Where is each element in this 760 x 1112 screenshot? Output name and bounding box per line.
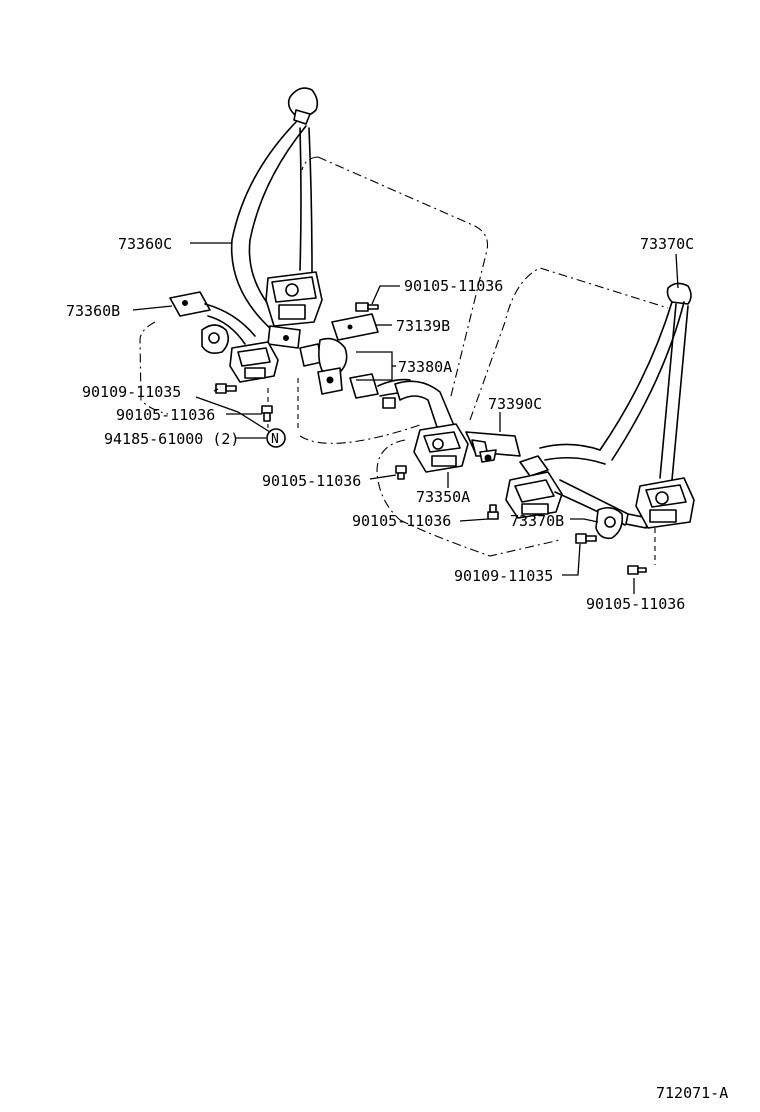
figure-code: 712071-A <box>656 1084 728 1102</box>
bolt-90105-11036-left <box>261 405 273 422</box>
right-buckle-73370b <box>505 443 649 540</box>
label-73380a: 73380A <box>398 358 452 376</box>
label-90105-11036-center: 90105-11036 <box>262 472 361 490</box>
label-90105-11036-left: 90105-11036 <box>116 406 215 424</box>
right-seat-outline <box>376 267 669 565</box>
leader-lines <box>132 242 679 594</box>
label-73370b: 73370B <box>510 512 564 530</box>
part-labels: 73360C 73360B 90105-11036 73139B 73380A … <box>66 235 694 613</box>
center-buckle-73380a <box>299 337 456 437</box>
label-94185-61000: 94185-61000 (2) <box>104 430 239 448</box>
bolt-90105-11036-lower <box>487 504 499 520</box>
label-90109-11035-right: 90109-11035 <box>454 567 553 585</box>
nut-letter-n: N <box>271 432 279 447</box>
bolt-90109-11035-left <box>215 383 237 394</box>
label-90105-11036-top: 90105-11036 <box>404 277 503 295</box>
center-retractor-73350a <box>413 423 469 473</box>
label-73390c: 73390C <box>488 395 542 413</box>
bolt-90105-11036-center <box>395 465 407 480</box>
label-73139b: 73139B <box>396 317 450 335</box>
left-lower-anchor-73360b <box>169 291 279 383</box>
label-90105-11036-right: 90105-11036 <box>586 595 685 613</box>
label-73360b: 73360B <box>66 302 120 320</box>
bolt-90105-11036-right <box>627 565 647 575</box>
bolt-90105-11036-top <box>355 302 379 312</box>
nut-94185-61000: N <box>266 428 286 448</box>
label-90109-11035-left: 90109-11035 <box>82 383 181 401</box>
label-73370c: 73370C <box>640 235 694 253</box>
center-tongue-73390c <box>465 431 521 463</box>
label-73360c: 73360C <box>118 235 172 253</box>
bolt-90109-11035-right <box>575 533 597 544</box>
label-73350a: 73350A <box>416 488 470 506</box>
right-outer-belt-73370c <box>599 282 695 529</box>
left-outer-belt-73360c <box>230 87 323 349</box>
label-90105-11036-lower: 90105-11036 <box>352 512 451 530</box>
center-plate-73139b <box>331 313 379 341</box>
